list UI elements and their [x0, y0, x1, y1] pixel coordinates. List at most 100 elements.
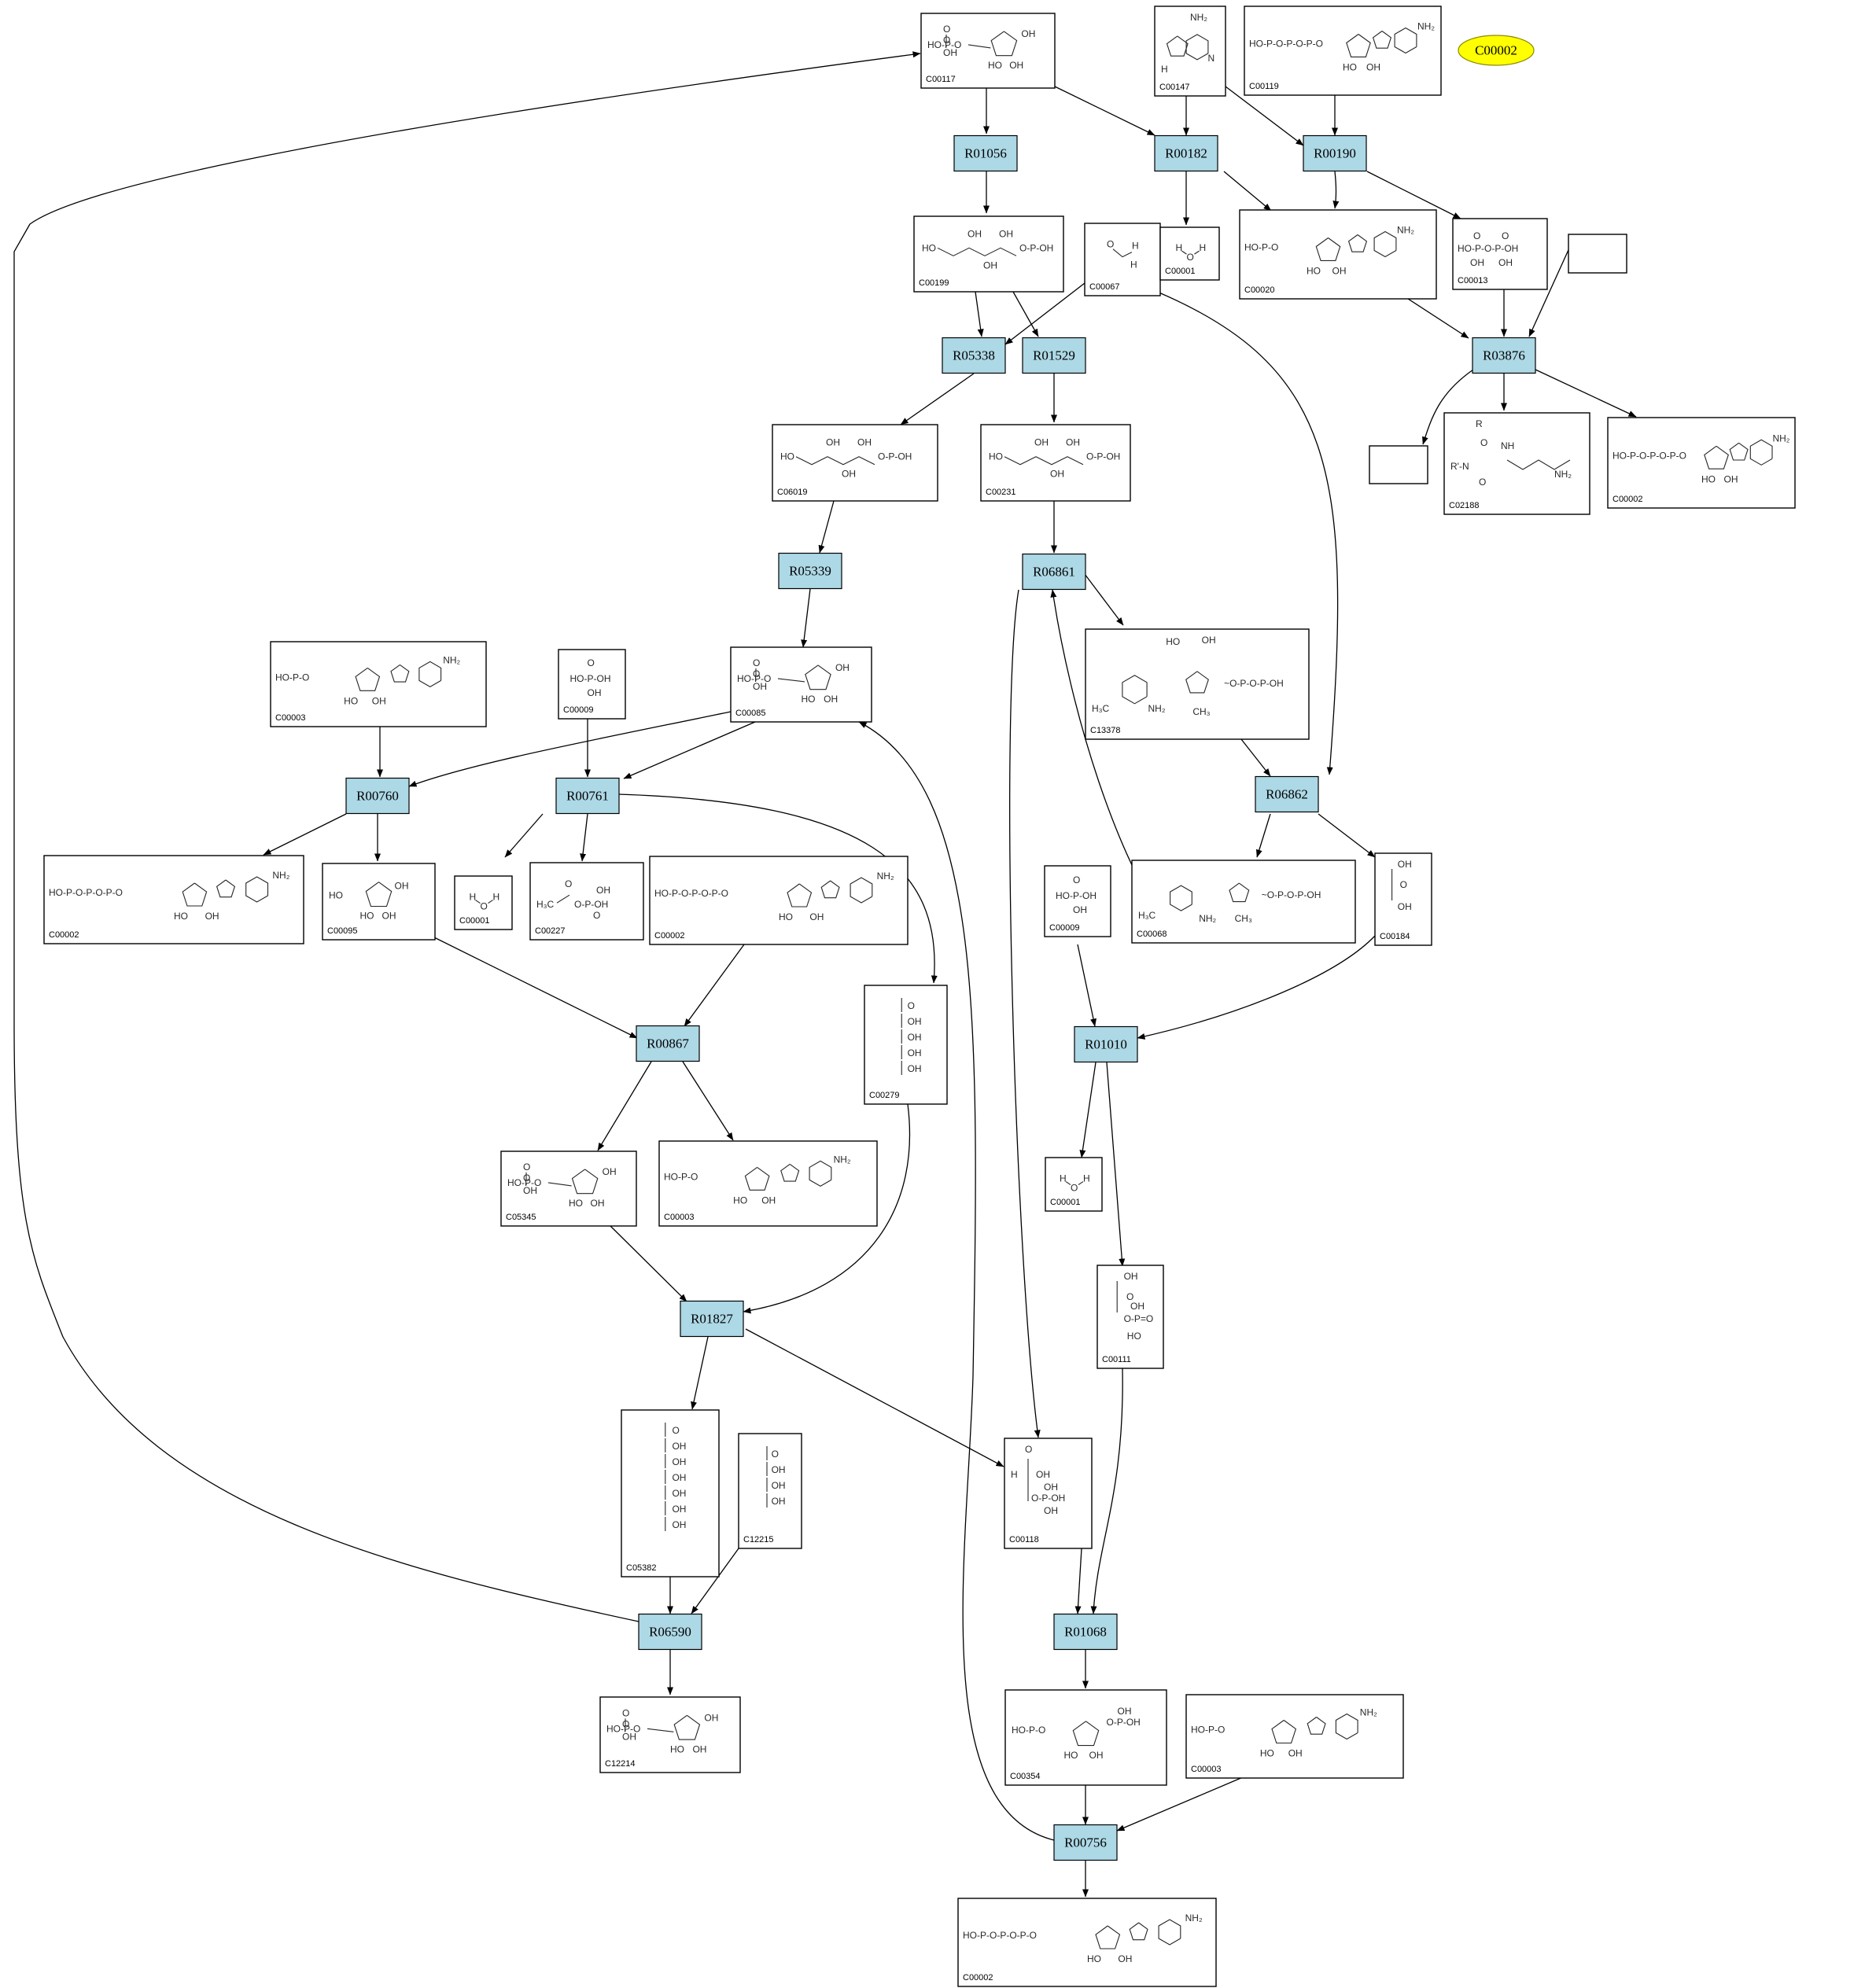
compound-box[interactable]: [1004, 1689, 1167, 1786]
reaction-node[interactable]: R00190: [1303, 134, 1367, 172]
compound-box[interactable]: [1452, 218, 1548, 290]
compound-box[interactable]: [1097, 1265, 1164, 1369]
highlight-compound-oval[interactable]: C00002: [1458, 35, 1535, 66]
compound-box[interactable]: [1443, 412, 1590, 515]
reaction-node[interactable]: R00182: [1154, 134, 1218, 172]
reaction-box[interactable]: [345, 777, 410, 815]
reaction-box[interactable]: [1053, 1613, 1118, 1651]
reaction-node[interactable]: R00867: [636, 1025, 700, 1062]
reaction-node[interactable]: R06590: [638, 1613, 702, 1651]
reaction-node[interactable]: R01827: [680, 1300, 744, 1338]
reaction-node[interactable]: R00756: [1053, 1824, 1118, 1861]
reaction-box[interactable]: [680, 1300, 744, 1338]
reaction-node[interactable]: R00761: [555, 777, 620, 815]
reaction-box[interactable]: [1154, 134, 1218, 172]
compound-node[interactable]: [1369, 445, 1428, 484]
compound-box[interactable]: [658, 1140, 878, 1227]
reaction-node[interactable]: R01010: [1074, 1025, 1138, 1063]
compound-box[interactable]: [920, 13, 1056, 89]
compound-box[interactable]: [1244, 6, 1442, 96]
compound-box[interactable]: [1084, 223, 1161, 296]
compound-box[interactable]: [621, 1409, 720, 1578]
reaction-node[interactable]: R00760: [345, 777, 410, 815]
compound-box[interactable]: [1374, 852, 1432, 946]
reaction-node[interactable]: R01068: [1053, 1613, 1118, 1651]
reaction-box[interactable]: [638, 1613, 702, 1651]
reaction-box[interactable]: [1053, 1824, 1118, 1861]
reaction-box[interactable]: [1022, 553, 1086, 591]
compound-box[interactable]: [1044, 865, 1111, 937]
reaction-box[interactable]: [555, 777, 620, 815]
compound-box[interactable]: [270, 641, 487, 727]
reaction-box[interactable]: [1022, 337, 1086, 374]
compound-box[interactable]: [454, 875, 513, 930]
compound-box[interactable]: [649, 856, 909, 945]
compound-box[interactable]: [599, 1696, 741, 1773]
reaction-box[interactable]: [953, 134, 1018, 172]
compound-box[interactable]: [1369, 445, 1428, 484]
compound-box[interactable]: [730, 646, 872, 723]
reaction-node[interactable]: R05339: [778, 552, 842, 590]
compound-node[interactable]: [1568, 234, 1627, 274]
reaction-node[interactable]: R01529: [1022, 337, 1086, 374]
compound-box[interactable]: [529, 862, 644, 941]
compound-box[interactable]: [1607, 417, 1796, 509]
reaction-box[interactable]: [1472, 337, 1536, 374]
compound-box[interactable]: [1154, 6, 1226, 97]
reaction-box[interactable]: [1303, 134, 1367, 172]
reaction-node[interactable]: R05338: [942, 337, 1006, 374]
compound-box[interactable]: [1185, 1694, 1404, 1779]
compound-box[interactable]: [1045, 1157, 1103, 1212]
reaction-box[interactable]: [1255, 775, 1319, 813]
reaction-node[interactable]: R06862: [1255, 775, 1319, 813]
compound-box[interactable]: [322, 863, 436, 941]
reaction-node[interactable]: R01056: [953, 134, 1018, 172]
reaction-node[interactable]: R03876: [1472, 337, 1536, 374]
reaction-box[interactable]: [778, 552, 842, 590]
compound-box[interactable]: [738, 1433, 802, 1549]
reaction-box[interactable]: [636, 1025, 700, 1062]
compound-box[interactable]: [772, 424, 938, 502]
compound-box[interactable]: [864, 985, 948, 1105]
compound-box[interactable]: [43, 855, 304, 944]
oval-shape[interactable]: [1458, 35, 1535, 66]
compound-box[interactable]: [1004, 1438, 1093, 1549]
compound-box[interactable]: [1568, 234, 1627, 274]
compound-box[interactable]: [1159, 226, 1220, 281]
